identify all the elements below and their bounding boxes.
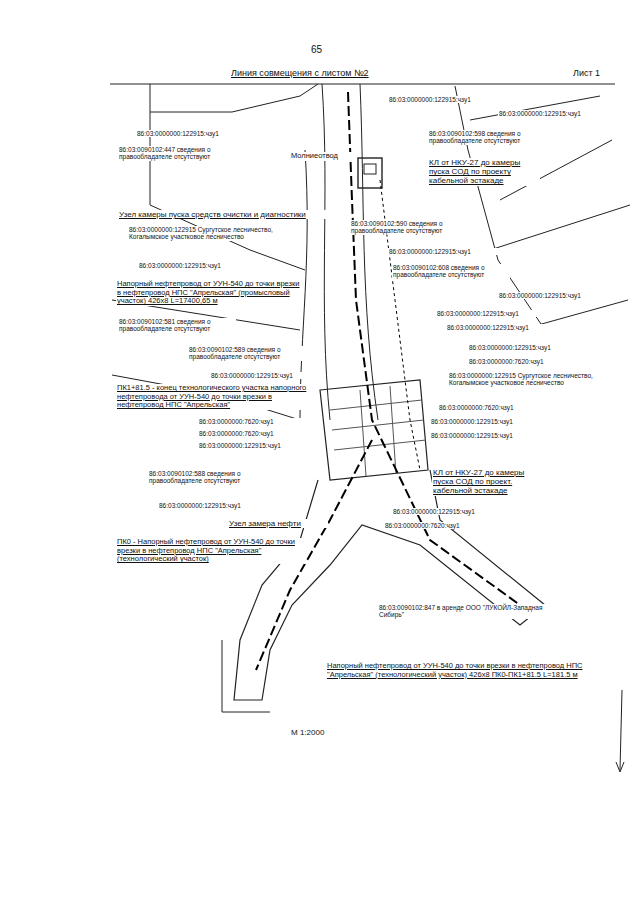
cadastral-tag: 86:03:0000000:122915:чзу1 (210, 372, 322, 379)
object-label: Узел камеры пуска средств очистки и диаг… (118, 210, 328, 219)
equipment-block (364, 164, 376, 174)
cadastral-tag: 86:03:0000000:7620:чзу1 (198, 430, 303, 437)
cadastral-tag: 86:03:0000000:122915:чзу1 (498, 292, 613, 299)
cadastral-tag: 86:03:0000000:122915:чзу1 (388, 248, 500, 255)
cadastral-tag: 86:03:0000000:122915:чзу1 (446, 324, 558, 331)
parcel-note: 86:03:0000000:122915 Сургутское лесничес… (128, 226, 278, 241)
cadastral-tag: 86:03:0000000:122915:чзу1 (468, 344, 583, 351)
parcel-boundary (150, 84, 318, 112)
cadastral-tag: 86:03:0000000:122915:чзу1 (392, 508, 504, 515)
parcel-note: 86:03:0090102:590 сведения о правооблада… (350, 220, 468, 235)
parcel-note: 86:03:0090102:608 сведения о правооблада… (392, 264, 510, 279)
cadastral-tag: 86:03:0000000:7620:чзу1 (468, 358, 573, 365)
parcel-note: 86:03:0090102:847 в аренде ООО "ЛУКОЙЛ-З… (378, 604, 558, 619)
cadastral-tag: 86:03:0000000:122915:чзу1 (430, 432, 542, 439)
cadastral-tag: 86:03:0000000:7620:чзу1 (384, 522, 489, 529)
equipment-block (358, 158, 382, 188)
cadastral-tag: 86:03:0000000:122915:чзу1 (430, 418, 542, 425)
allotment-boundary (222, 640, 270, 712)
corridor-edge (322, 84, 330, 420)
cadastral-tag: 86:03:0000000:122915:чзу1 (388, 96, 503, 103)
parcel-boundary (490, 205, 630, 250)
pipeline-label: Напорный нефтепровод от УУН-540 до точки… (326, 662, 630, 679)
cadastral-tag: 86:03:0000000:122915:чзу1 (198, 442, 310, 449)
cadastral-tag: 86:03:0000000:7620:чзу1 (438, 404, 543, 411)
cadastral-tag: 86:03:0000000:122915:чзу1 (136, 130, 248, 137)
cadastral-tag: 86:03:0000000:122915:чзу1 (498, 110, 613, 117)
parcel-note: 86:03:0090102:447 сведения о правооблада… (118, 146, 236, 161)
cadastral-tag: 86:03:0000000:7620:чзу1 (198, 418, 303, 425)
corridor-edge (360, 84, 378, 420)
pipeline-label: ПК1+81.5 - конец технологического участк… (116, 384, 314, 410)
cable-label: КЛ от НКУ-27 до камеры пуска СОД по прое… (428, 158, 540, 186)
sheet-heading: Линия совмещения с листом №2 (230, 68, 405, 78)
object-label: Узел замера нефти (228, 519, 328, 528)
direction-line (620, 690, 622, 770)
parcel-note: 86:03:0090102:588 сведения о правооблада… (148, 470, 266, 485)
scale-label: М 1:2000 (290, 728, 352, 737)
sheet-number: Лист 1 (572, 68, 614, 78)
direction-arrow (616, 762, 624, 772)
pipeline-label: ПК0 - Напорный нефтепровод от УУН-540 до… (116, 538, 306, 564)
pipeline-label: Напорный нефтепровод от УУН-540 до точки… (116, 280, 302, 306)
parcel-note: 86:03:0090102:598 сведения о правооблада… (428, 130, 546, 145)
matchline (110, 83, 615, 84)
cadastral-tag: 86:03:0000000:122915:чзу1 (158, 502, 270, 509)
cadastral-tag: 86:03:0000000:122915:чзу1 (138, 262, 250, 269)
object-label: Молниеотвод (290, 152, 354, 161)
parcel-note: 86:03:0000000:122915 Сургутское лесничес… (448, 372, 598, 387)
cadastral-tag: 86:03:0000000:122915:чзу1 (436, 310, 548, 317)
parcel-note: 86:03:0090102:589 сведения о правооблада… (188, 346, 306, 361)
cable-label: КЛ от НКУ-27 до камеры пуска СОД по прое… (432, 468, 540, 496)
page-number: 65 (310, 44, 340, 56)
parcel-note: 86:03:0090102:581 сведения о правооблада… (118, 318, 236, 333)
